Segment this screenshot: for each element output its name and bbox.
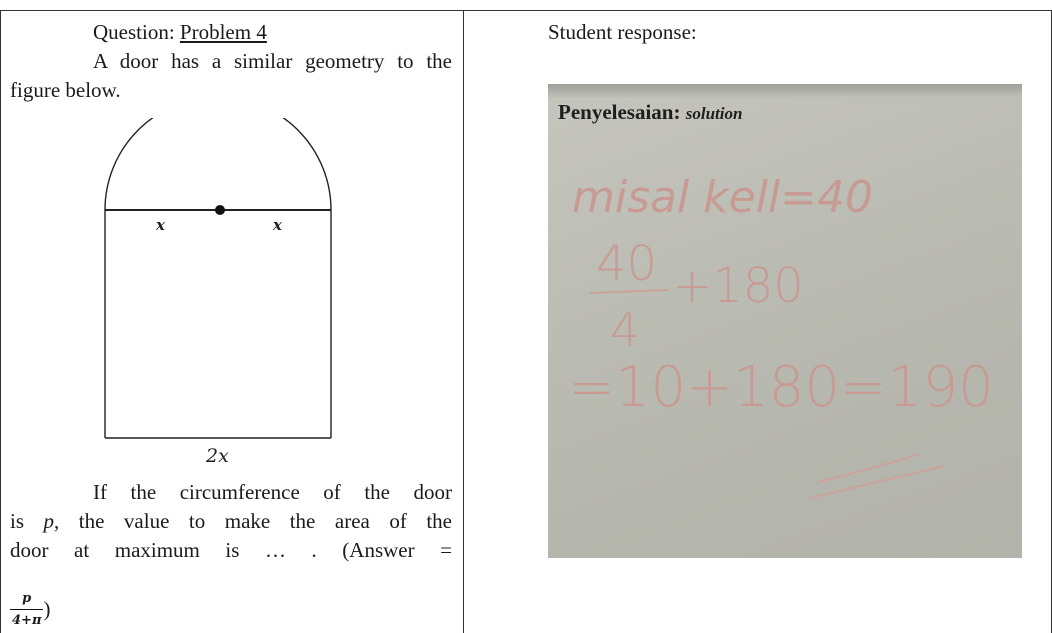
question-heading: Question: Problem 4: [10, 18, 452, 47]
label-x-left: x: [155, 216, 166, 234]
question-intro: A door has a similar geometry to the fig…: [10, 49, 452, 102]
table-border-left: [0, 10, 1, 633]
answer-fraction: p 4+π: [10, 588, 44, 631]
photo-top-edge: [548, 84, 1022, 98]
question-cell: Question: Problem 4 A door has a similar…: [10, 18, 452, 105]
handwritten-solution: misal kell=40 40 4 +180 =10+180=190: [568, 172, 994, 499]
problem-link: Problem 4: [179, 20, 267, 44]
question-label: Question:: [93, 20, 175, 44]
question-line-2: is p, the value to make the area of the: [10, 509, 452, 533]
handwritten-fraction-numerator: 40: [596, 236, 657, 292]
photo-title: Penyelesaian: solution: [558, 100, 742, 125]
handwritten-line-2-rest: +180: [672, 258, 804, 314]
question-line-3: door at maximum is … . (Answer =: [10, 538, 452, 562]
handwritten-fraction-bar: [589, 289, 669, 294]
table-column-divider: [463, 10, 464, 633]
answer-denominator: 4+π: [12, 613, 42, 628]
response-heading: Student response:: [548, 20, 697, 44]
door-arch: [104, 118, 332, 211]
answer-expression: p 4+π ): [10, 588, 50, 631]
handwritten-line-3: =10+180=190: [568, 355, 994, 420]
door-figure: x x 2x: [104, 118, 332, 467]
center-dot: [215, 205, 225, 215]
answer-numerator: p: [10, 588, 44, 610]
table-border-top: [0, 10, 1052, 11]
photo-title-bold: Penyelesaian:: [558, 100, 681, 124]
handwritten-line-1: misal kell=40: [572, 172, 873, 223]
question-line-1: If the circumference of the door: [93, 480, 452, 504]
question-paragraph: If the circumference of the door is p, t…: [10, 478, 452, 565]
answer-close-paren: ): [43, 597, 51, 621]
handwritten-fraction-denominator: 4: [610, 303, 639, 357]
label-x-right: x: [272, 216, 283, 234]
double-underline-2: [809, 465, 945, 499]
label-2x: 2x: [205, 445, 229, 467]
photo-title-italic: solution: [685, 104, 743, 123]
double-underline-1: [817, 453, 921, 483]
student-work-photo: Penyelesaian: solution misal kell=40 40 …: [548, 84, 1022, 558]
